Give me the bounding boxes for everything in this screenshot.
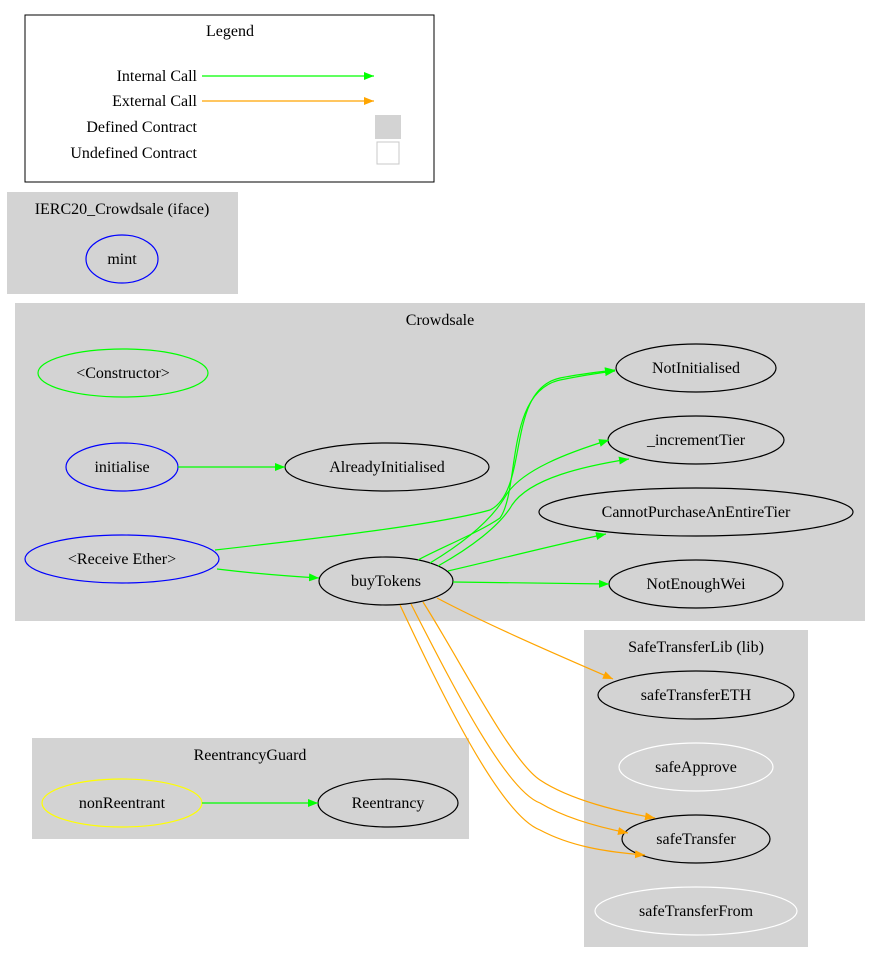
legend: Legend Internal Call External Call Defin…	[24, 14, 435, 183]
node-non-reentrant-label: nonReentrant	[79, 795, 166, 812]
edge-buy-tokens-to-increment-tier-a	[429, 439, 610, 564]
node-receive-ether[interactable]	[24, 534, 220, 584]
edge-buy-tokens-to-safe-transfer-b	[410, 603, 629, 835]
cluster-safetransferlib-background	[584, 630, 808, 947]
node-mint-label: mint	[107, 251, 137, 268]
edge-buy-tokens-to-increment-tier-b	[437, 456, 630, 567]
node-not-initialised[interactable]	[615, 343, 777, 393]
cluster-reentrancyguard-title: ReentrancyGuard	[194, 747, 307, 764]
cluster-ierc20-background	[7, 192, 238, 294]
node-cannot-purchase[interactable]	[538, 487, 854, 537]
legend-undefined-contract-swatch	[376, 141, 400, 165]
node-mint[interactable]	[85, 234, 159, 284]
legend-defined-contract-swatch	[375, 115, 401, 139]
node-safe-transfer-from-label: safeTransferFrom	[639, 903, 754, 920]
edge-buy-tokens-to-cannot-purchase	[447, 532, 607, 572]
node-safe-transfer-label: safeTransfer	[656, 831, 736, 848]
cluster-safetransferlib-title: SafeTransferLib (lib)	[628, 639, 764, 656]
cluster-crowdsale-title: Crowdsale	[406, 312, 474, 329]
legend-defined-contract-label: Defined Contract	[86, 119, 197, 136]
node-constructor[interactable]	[37, 348, 209, 398]
cluster-safetransferlib: SafeTransferLib (lib) safeTransferETH sa…	[584, 630, 808, 947]
node-safe-transfer-from[interactable]	[594, 886, 798, 936]
node-not-initialised-label: NotInitialised	[652, 360, 740, 377]
node-safe-approve[interactable]	[618, 742, 774, 792]
legend-undefined-contract-label: Undefined Contract	[70, 145, 197, 162]
legend-title: Legend	[206, 23, 254, 40]
cluster-reentrancyguard-background	[32, 738, 469, 839]
edge-buy-tokens-to-safe-transfer-c	[399, 604, 646, 859]
node-increment-tier-label: _incrementTier	[646, 432, 746, 449]
cluster-ierc20-title: IERC20_Crowdsale (iface)	[35, 201, 210, 218]
external-call-edges	[399, 597, 656, 859]
edge-receive-ether-to-not-initialised	[214, 367, 616, 551]
edge-buy-tokens-to-safe-transfer-a	[422, 601, 656, 821]
edge-buy-tokens-to-not-enough-wei	[452, 579, 610, 588]
node-safe-transfer-eth[interactable]	[597, 670, 795, 720]
edge-buy-tokens-to-not-initialised	[417, 368, 616, 561]
legend-internal-call-label: Internal Call	[117, 68, 198, 85]
cluster-crowdsale: Crowdsale <Constructor> initialise Alrea…	[15, 303, 865, 621]
node-buy-tokens[interactable]	[318, 556, 454, 606]
node-safe-transfer-eth-label: safeTransferETH	[641, 687, 752, 704]
node-safe-transfer[interactable]	[621, 814, 771, 864]
edge-buy-tokens-to-safe-transfer-eth	[436, 597, 614, 680]
node-constructor-label: <Constructor>	[76, 365, 170, 382]
internal-call-edges	[178, 367, 630, 807]
node-reentrancy-label: Reentrancy	[352, 795, 425, 812]
node-receive-ether-label: <Receive Ether>	[68, 551, 176, 568]
node-already-initialised-label: AlreadyInitialised	[329, 459, 445, 476]
edge-receive-ether-to-buy-tokens	[216, 568, 320, 582]
cluster-ierc20-crowdsale: IERC20_Crowdsale (iface) mint	[7, 192, 238, 294]
node-initialise-label: initialise	[94, 459, 149, 476]
cluster-crowdsale-background	[15, 303, 865, 621]
node-not-enough-wei-label: NotEnoughWei	[646, 576, 746, 593]
node-cannot-purchase-label: CannotPurchaseAnEntireTier	[602, 504, 791, 521]
legend-external-call-label: External Call	[112, 93, 197, 110]
node-buy-tokens-label: buyTokens	[351, 573, 421, 590]
cluster-reentrancyguard: ReentrancyGuard nonReentrant Reentrancy	[32, 738, 469, 839]
node-safe-approve-label: safeApprove	[655, 759, 737, 776]
